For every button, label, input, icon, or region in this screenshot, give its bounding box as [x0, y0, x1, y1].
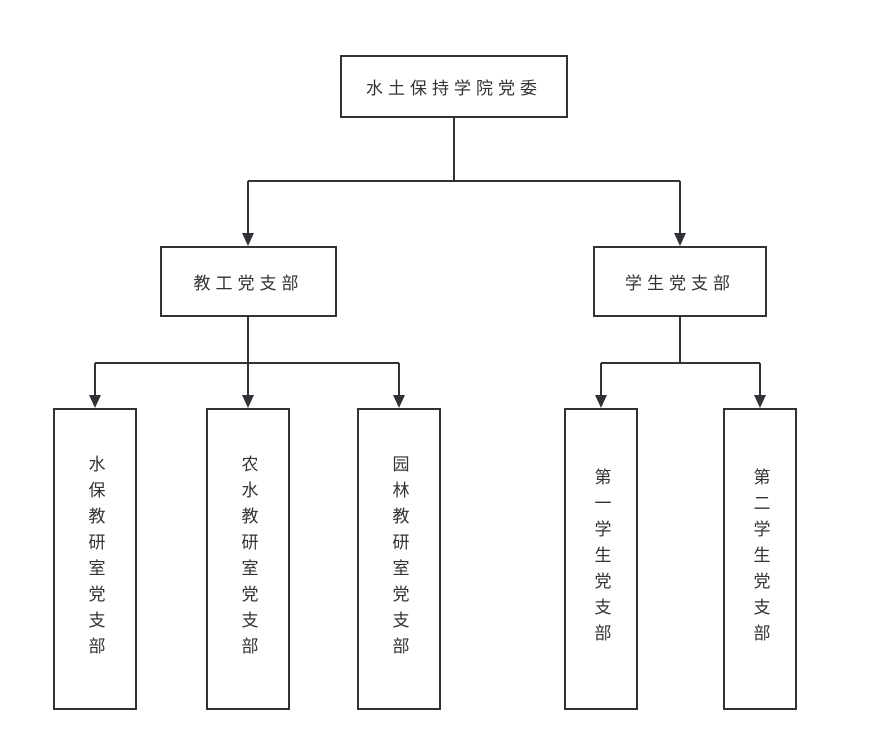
node-label: 农水教研室党支部: [238, 455, 258, 663]
node-water-conservation-office-branch: 水保教研室党支部: [53, 408, 137, 710]
node-label: 园林教研室党支部: [389, 455, 409, 663]
node-agricultural-water-office-branch: 农水教研室党支部: [206, 408, 290, 710]
node-faculty-party-branch: 教工党支部: [160, 246, 337, 317]
node-college-party-committee: 水土保持学院党委: [340, 55, 568, 118]
node-first-student-branch: 第一学生党支部: [564, 408, 638, 710]
arrowhead-faculty-branch: [242, 233, 254, 246]
node-label: 第一学生党支部: [591, 468, 611, 650]
node-second-student-branch: 第二学生党支部: [723, 408, 797, 710]
arrowhead-student-branch: [674, 233, 686, 246]
arrowhead-water-office: [89, 395, 101, 408]
arrowhead-second-student: [754, 395, 766, 408]
node-label: 水土保持学院党委: [366, 79, 542, 98]
node-landscape-office-branch: 园林教研室党支部: [357, 408, 441, 710]
node-label: 水保教研室党支部: [85, 455, 105, 663]
arrowhead-agri-office: [242, 395, 254, 408]
node-label: 学生党支部: [625, 274, 735, 293]
arrowhead-landscape-office: [393, 395, 405, 408]
arrowhead-first-student: [595, 395, 607, 408]
node-student-party-branch: 学生党支部: [593, 246, 767, 317]
node-label: 第二学生党支部: [750, 468, 770, 650]
node-label: 教工党支部: [193, 274, 304, 293]
